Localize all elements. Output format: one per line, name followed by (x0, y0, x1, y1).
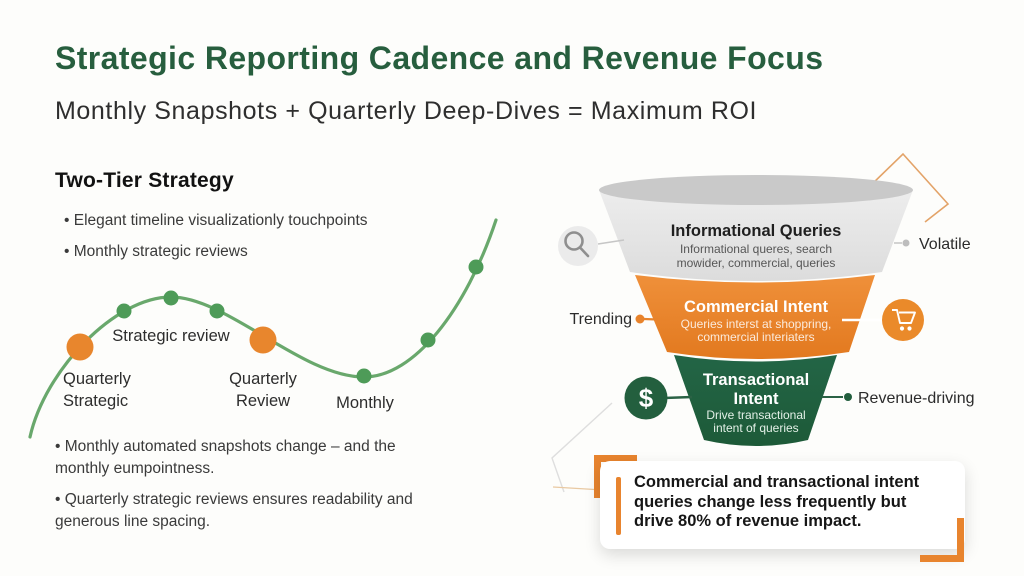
connector-line (643, 317, 671, 322)
funnel-tier3-title: Transactional (703, 371, 809, 389)
label-revenue-driving: Revenue-driving (858, 390, 975, 407)
callout-accent-bar (616, 477, 621, 535)
magnifier-icon (558, 226, 598, 266)
callout-text: Commercial and transactional intent quer… (634, 473, 919, 532)
dollar-icon: $ (624, 376, 668, 420)
bullet-line: generous line spacing. (55, 513, 211, 530)
timeline-label-strategic-review: Strategic review (112, 327, 229, 345)
cart-icon (882, 299, 924, 341)
callout-bracket-bottom-right (920, 518, 964, 562)
bullet-item: • Monthly strategic reviews (64, 243, 248, 260)
funnel-tier1-subtext: Informational queres, search (680, 242, 832, 256)
funnel-tier2-subtext: commercial interiaters (697, 330, 814, 344)
callout-bracket-top-left (594, 455, 637, 498)
callout-text-line: Commercial and transactional intent (634, 473, 920, 491)
bullet-line: monthly eumpointness. (55, 460, 215, 477)
bullet-paragraph: • Monthly automated snapshots change – a… (55, 436, 396, 480)
funnel-tier2-title: Commercial Intent (684, 298, 828, 316)
connector-dot (844, 393, 852, 401)
timeline-dot-monthly (420, 332, 436, 348)
decorative-chevron (867, 152, 950, 223)
funnel-tier3-title: Intent (734, 390, 779, 408)
dollar-glyph: $ (639, 383, 654, 413)
funnel-tier-transactional (674, 355, 837, 446)
timeline-label-quarterly-review: Quarterly (229, 370, 298, 388)
page-subtitle: Monthly Snapshots + Quarterly Deep-Dives… (55, 97, 758, 125)
funnel-tier-commercial (635, 275, 875, 359)
timeline-diagram: Strategic review Quarterly Strategic Qua… (28, 218, 498, 439)
bullet-line: • Monthly automated snapshots change – a… (55, 438, 396, 455)
timeline-label-quarterly-strategic: Quarterly (63, 370, 132, 388)
decorative-line (551, 402, 613, 493)
funnel-tier2-subtext: Queries interst at shoppring, (681, 317, 832, 331)
label-trending: Trending (569, 311, 632, 328)
strategy-bullet-list: • Elegant timeline visualizationly touch… (64, 205, 368, 267)
connector-line (597, 239, 625, 245)
funnel-tier1-title: Informational Queries (671, 222, 842, 240)
timeline-label-quarterly-review: Review (236, 392, 290, 410)
callout-card (600, 461, 965, 549)
funnel-top-ellipse (599, 175, 913, 205)
timeline-dot-monthly (356, 368, 372, 384)
timeline-dot-monthly (116, 303, 132, 319)
funnel-diagram: Informational Queries Informational quer… (551, 152, 975, 493)
timeline-dot-monthly (468, 259, 484, 275)
callout-text-line: drive 80% of revenue impact. (634, 512, 862, 530)
funnel-tier3-subtext: Drive transactional (706, 408, 805, 422)
timeline-label-monthly: Monthly (336, 394, 395, 412)
timeline-dot-monthly (163, 290, 179, 306)
connector-dot (902, 239, 910, 247)
page-title: Strategic Reporting Cadence and Revenue … (55, 40, 824, 76)
bullet-item: • Elegant timeline visualizationly touch… (64, 212, 368, 229)
callout-text-line: queries change less frequently but (634, 492, 907, 511)
timeline-label-quarterly-strategic: Strategic (63, 392, 128, 410)
bullet-paragraph: • Quarterly strategic reviews ensures re… (55, 489, 413, 533)
two-tier-strategy-heading: Two-Tier Strategy (55, 169, 234, 192)
funnel-tier-informational (599, 190, 913, 281)
timeline-dot-quarterly (249, 326, 277, 354)
connector-line (663, 395, 693, 400)
connector-dot (635, 314, 645, 324)
funnel-tier1-subtext: mowider, commercial, queries (677, 256, 836, 270)
timeline-dot-monthly (209, 303, 225, 319)
label-volatile: Volatile (919, 236, 971, 253)
bullet-line: • Quarterly strategic reviews ensures re… (55, 491, 413, 508)
timeline-dot-quarterly (66, 333, 94, 361)
funnel-tier3-subtext: intent of queries (713, 421, 798, 435)
